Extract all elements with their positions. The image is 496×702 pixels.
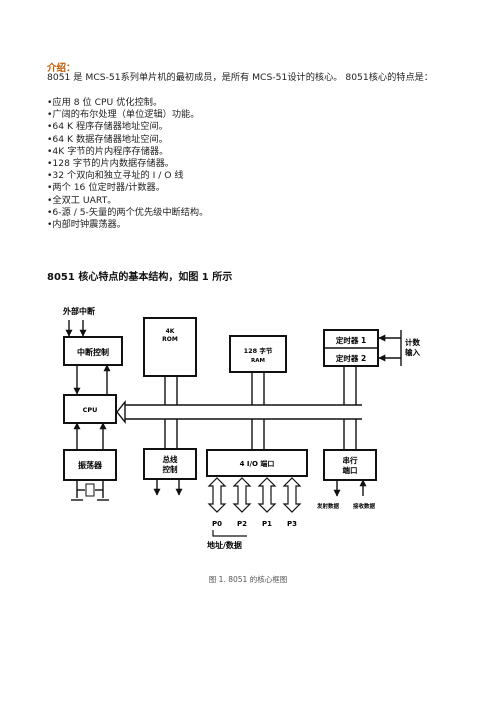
bus-control-box [143, 448, 197, 480]
feature-item: •内部时钟震荡器。 [47, 219, 126, 231]
interrupt-control-label: 中断控制 [77, 347, 109, 357]
io-port-label: 4 I/O 端口 [240, 459, 275, 468]
oscillator-box [63, 449, 117, 481]
block-diagram: 外部中断 中断控制 4K ROM 128 字节 RAM 定时器 1 定时器 2 … [63, 306, 420, 550]
port-label: P2 [237, 520, 247, 528]
port-label: P0 [212, 520, 222, 528]
rom-label: ROM [162, 336, 178, 343]
feature-item: •4K 字节的片内程序存储器。 [47, 145, 169, 157]
intro-paragraph: 8051 是 MCS-51系列单片机的最初成员，是所有 MCS-51设计的核心。… [47, 72, 434, 83]
feature-item: •全双工 UART。 [47, 194, 117, 206]
ram-label: RAM [251, 358, 265, 364]
bus-control-label: 控制 [163, 464, 178, 474]
cpu-label: CPU [83, 406, 98, 414]
receive-label: 接收数据 [353, 502, 376, 510]
serial-port-box [323, 449, 377, 481]
feature-item: •广阔的布尔处理（单位逻辑）功能。 [47, 109, 200, 121]
ext-interrupt-label: 外部中断 [63, 306, 95, 316]
oscillator-label: 振荡器 [78, 460, 103, 470]
feature-item: •两个 16 位定时器/计数器。 [47, 182, 165, 194]
port-label: P1 [262, 520, 272, 528]
figure-caption: 图 1. 8051 的核心框图 [208, 575, 288, 584]
feature-item: •128 字节的片内数据存储器。 [47, 158, 174, 170]
section-heading: 8051 核心特点的基本结构，如图 1 所示 [47, 272, 233, 283]
serial-port-label: 串行 [343, 455, 358, 465]
count-input-label: 计数 [405, 337, 420, 347]
port-label: P3 [287, 520, 297, 528]
bus-control-label: 总线 [163, 454, 178, 464]
feature-item: •6-源 / 5-矢量的两个优先级中断结构。 [47, 206, 209, 218]
ram-label: 128 字节 [244, 346, 273, 355]
cpu-box [63, 394, 117, 424]
timer2-label: 定时器 2 [336, 353, 366, 363]
feature-item: •64 K 数据存储器地址空间。 [47, 133, 168, 145]
address-data-label: 地址/数据 [207, 540, 242, 550]
rom-label: 4K [166, 328, 175, 335]
ram-box [229, 335, 287, 373]
io-port-box [206, 449, 308, 477]
feature-item: •32 个双向和独立寻址的 I / O 线 [47, 170, 184, 182]
feature-item: •应用 8 位 CPU 优化控制。 [47, 97, 163, 108]
serial-port-label: 端口 [343, 465, 358, 475]
count-input-label: 输入 [405, 347, 420, 357]
feature-item: •64 K 程序存储器地址空间。 [47, 121, 168, 133]
transmit-label: 发射数据 [316, 502, 340, 510]
rom-box [143, 317, 197, 377]
interrupt-control-box [63, 336, 123, 366]
feature-list: •应用 8 位 CPU 优化控制。 •广阔的布尔处理（单位逻辑）功能。 •64 … [47, 97, 208, 231]
timer1-label: 定时器 1 [336, 335, 366, 345]
intro-heading: 介绍： [47, 63, 76, 74]
